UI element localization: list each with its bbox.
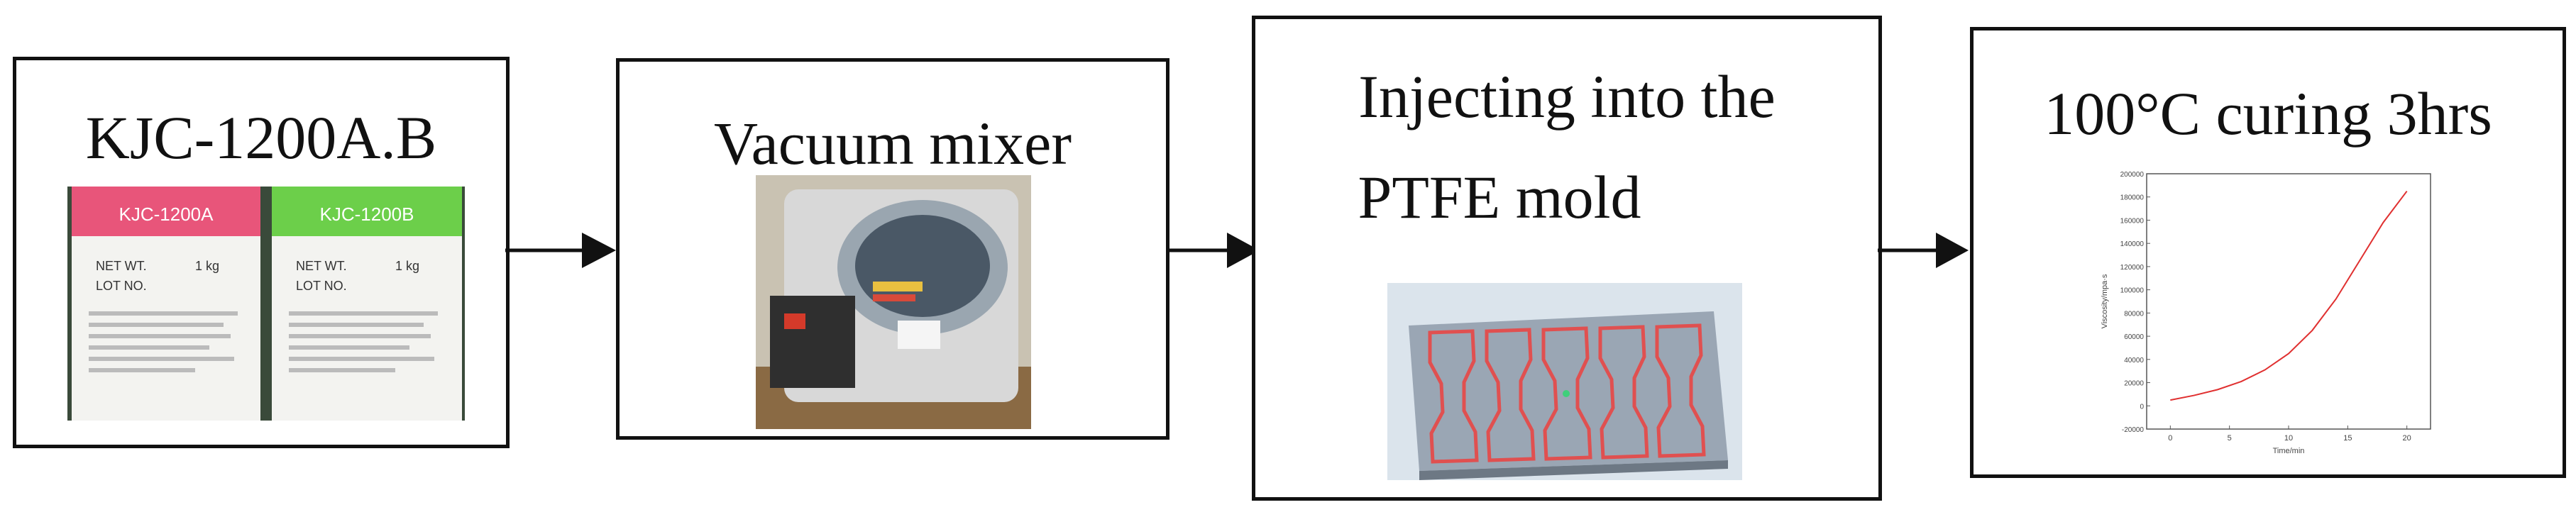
bottle-b-lot-label: LOT NO.: [296, 279, 347, 293]
y-tick-label-8: 140000: [2120, 240, 2145, 248]
y-tick-label-1: 0: [2140, 403, 2144, 411]
bottle-b-fineprint: [289, 311, 438, 372]
ptfe-mold-render: [1387, 283, 1742, 480]
bottle-a-net-wt-label: NET WT.: [96, 259, 147, 273]
y-tick-label-5: 80000: [2124, 310, 2144, 318]
y-tick-label-11: 200000: [2120, 171, 2145, 179]
bottle-a-fineprint: [89, 311, 238, 372]
y-tick-label-7: 120000: [2120, 264, 2145, 272]
x-tick-label-3: 15: [2343, 434, 2352, 443]
y-tick-label-4: 60000: [2124, 333, 2144, 341]
bottle-b-band: [272, 187, 462, 236]
vacuum-mixer-photo: [756, 175, 1031, 429]
bottle-b-net-wt-label: NET WT.: [296, 259, 347, 273]
y-tick-label-2: 20000: [2124, 380, 2144, 388]
x-tick-label-2: 10: [2284, 434, 2293, 443]
step-4-title: 100°C curing 3hrs: [2044, 79, 2492, 148]
x-tick-label-4: 20: [2403, 434, 2411, 443]
bottle-a-band: [72, 187, 260, 236]
bottle-a: KJC-1200A NET WT. 1 kg LOT NO.: [72, 187, 260, 421]
step-1-box: KJC-1200A.B KJC-1200A NET WT. 1 kg LOT N…: [13, 57, 510, 448]
step-3-title-line1: Injecting into the: [1358, 62, 1776, 130]
bottle-a-lot-label: LOT NO.: [96, 279, 147, 293]
y-axis-label: Viscosity/mpa·s: [2101, 274, 2109, 328]
viscosity-curve-chart: -20000 0 20000 40000 60000 80000 100000 120000 1…: [2097, 165, 2438, 456]
x-axis-label: Time/min: [2273, 447, 2305, 455]
arrow-2: [1166, 233, 1260, 268]
arrow-1: [505, 233, 616, 268]
x-tick-label-0: 0: [2168, 434, 2172, 443]
bottle-b: KJC-1200B NET WT. 1 kg LOT NO.: [272, 187, 462, 421]
step-2-box: Vacuum mixer: [616, 58, 1169, 440]
step-2-title: Vacuum mixer: [714, 109, 1072, 177]
bottle-b-net-wt-value: 1 kg: [395, 259, 419, 273]
x-tick-label-1: 5: [2228, 434, 2232, 443]
step-4-box: 100°C curing 3hrs -20000 0 20000 40000 60000…: [1970, 27, 2566, 478]
step-1-title: KJC-1200A.B: [85, 104, 437, 172]
y-tick-label-3: 40000: [2124, 357, 2144, 365]
y-tick-label-9: 160000: [2120, 217, 2145, 225]
arrow-3: [1878, 233, 1969, 268]
dogbone-cavities: [1428, 323, 1706, 464]
y-tick-label-0: -20000: [2122, 426, 2145, 434]
y-tick-label-6: 100000: [2120, 287, 2145, 295]
step-3-title-line2: PTFE mold: [1358, 163, 1641, 231]
bottle-b-label: KJC-1200B: [320, 204, 414, 225]
bottle-a-label: KJC-1200A: [119, 204, 214, 225]
y-tick-label-10: 180000: [2120, 194, 2145, 202]
step-3-box: Injecting into the PTFE mold: [1252, 16, 1882, 501]
resin-bottles-photo: KJC-1200A NET WT. 1 kg LOT NO. KJC-1200B…: [67, 187, 465, 421]
bottle-a-net-wt-value: 1 kg: [195, 259, 219, 273]
